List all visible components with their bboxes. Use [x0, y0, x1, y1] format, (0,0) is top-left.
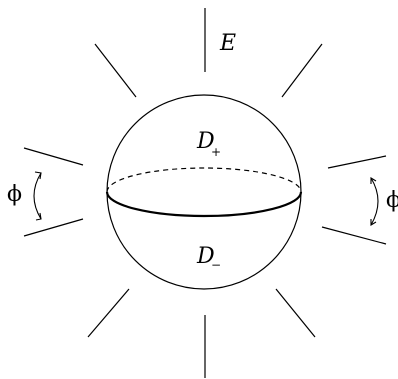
ray-bottom-left [87, 288, 130, 338]
label-D-minus: D [196, 244, 215, 269]
phi-arrow-right [370, 177, 379, 226]
equator-front [105, 191, 303, 218]
label-phi-right: ϕ [386, 188, 398, 213]
ray-lines [23, 8, 387, 378]
label-D-minus-sub: − [211, 258, 221, 272]
label-D-plus-sub: + [211, 145, 221, 159]
ray-right-lower [321, 226, 387, 245]
ray-left-upper [23, 147, 84, 166]
label-E: E [219, 31, 236, 56]
ray-top-left [94, 43, 137, 98]
ray-bottom-right [275, 288, 316, 338]
ray-left-lower [23, 218, 84, 237]
label-D-plus: D [196, 129, 215, 154]
phi-arrow-left [33, 171, 42, 221]
label-phi-left: ϕ [7, 182, 22, 207]
equator-back [106, 167, 302, 193]
ray-right-upper [327, 155, 387, 169]
ray-top-right [281, 43, 323, 98]
